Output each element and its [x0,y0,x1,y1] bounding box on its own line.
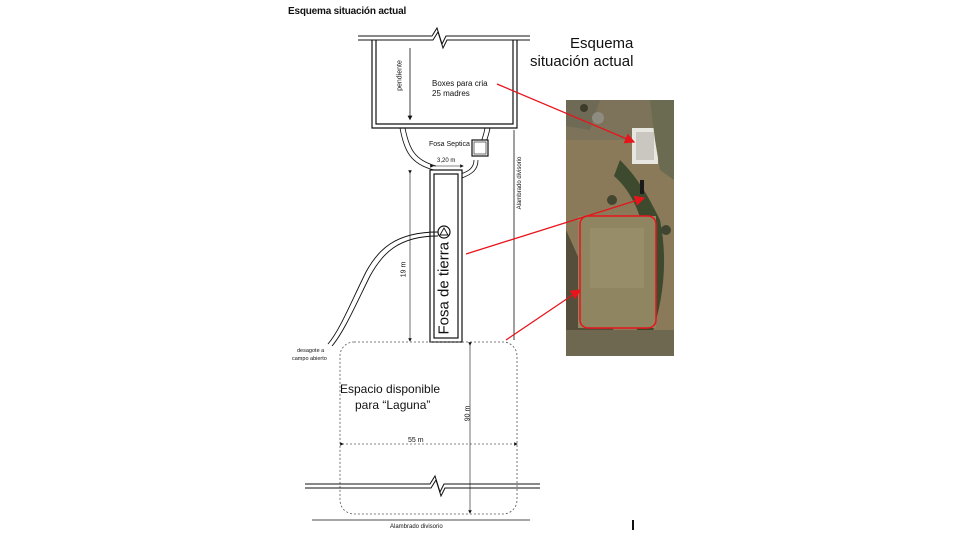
satellite-photo [566,100,674,356]
boxes-label-line2: 25 madres [432,89,470,98]
bottom-fence-label: Alambrado divisorio [390,524,443,530]
right-fence-label: Alambrado divisorio [517,156,523,210]
top-break-lines [358,26,530,50]
available-space-label-line2: para “Laguna” [355,398,431,412]
pit-width-dimension: 3,20 m [437,158,456,164]
boxes-label-line1: Boxes para cria [432,79,488,88]
boxes-building [371,40,518,129]
available-space-label-line1: Espacio disponible [340,382,441,396]
text-cursor [632,520,634,530]
discharge-label-line2: campo abierto [292,356,327,362]
diagram-heading-line2: situación actual [530,53,634,70]
page-title: Esquema situación actual [288,6,407,17]
bottom-break-lines [305,474,540,498]
space-width-dimension: 55 m [408,437,424,444]
pump-icon [437,225,451,239]
discharge-pipe [327,231,439,347]
diagram-heading-line1: Esquema [570,35,634,52]
space-length-dimension: 90 m [464,405,472,422]
earth-pit [429,169,463,343]
septic-tank-label: Fosa Septica [429,141,470,148]
slope-label: pendiente [396,60,404,91]
earth-pit-label: Fosa de tierra [435,241,453,335]
septic-tank [471,139,489,157]
callout-arrows [465,83,646,341]
pit-length-dimension: 19 m [400,261,408,278]
discharge-label-line1: desagote a [297,348,325,354]
